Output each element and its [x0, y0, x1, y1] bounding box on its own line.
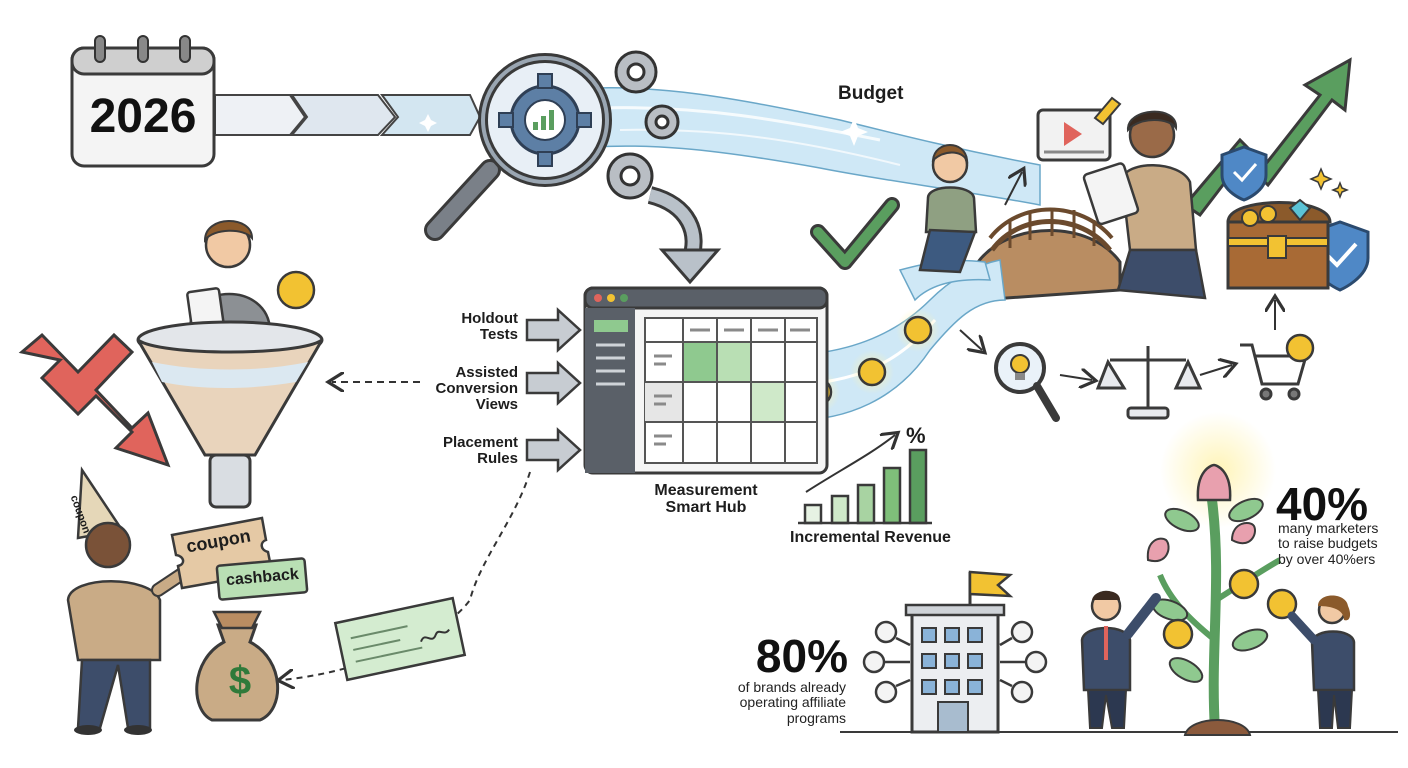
decline-arrow-icon — [18, 332, 171, 468]
money-bag-icon — [195, 610, 280, 722]
bridge-icon — [976, 207, 1122, 302]
stat-value-budgets: 40% — [1276, 478, 1369, 530]
budget-label: Budget — [838, 83, 904, 104]
treasure-chest-icon — [1226, 167, 1350, 290]
revenue-bars — [798, 448, 932, 525]
businessman-person — [1080, 590, 1161, 729]
incremental-revenue-label: Incremental Revenue — [790, 529, 951, 546]
dollar-sign-icon: $ — [228, 659, 252, 703]
office-building-icon — [904, 570, 1014, 734]
coin-icon — [276, 270, 316, 310]
money-tree-icon — [1146, 412, 1298, 736]
network-nodes — [862, 620, 1048, 704]
smart-hub-window — [583, 286, 829, 475]
insight-icon — [994, 342, 1060, 422]
growth-arrow-icon — [1182, 57, 1352, 218]
writer-person — [1082, 110, 1207, 300]
coupon-person — [66, 466, 195, 735]
bank-check-icon — [333, 596, 467, 682]
funnel-icon — [136, 220, 324, 509]
percent-symbol: % — [906, 423, 926, 448]
input-arrows — [525, 307, 582, 473]
gear-icon — [606, 50, 680, 200]
businesswoman-person — [1287, 595, 1356, 729]
balance-scale-icon — [1095, 346, 1203, 420]
cashback-tag — [215, 557, 309, 601]
magnifier-gear-icon — [424, 53, 612, 241]
calendar-icon — [70, 35, 216, 168]
stat-value-brands: 80% — [755, 630, 848, 682]
analyst-person — [918, 144, 978, 274]
calendar-year: 2026 — [89, 90, 197, 143]
video-icon — [1036, 96, 1122, 162]
coin-icon — [1285, 333, 1315, 363]
shopping-cart-icon — [1240, 343, 1308, 401]
coin-icon — [1162, 568, 1298, 650]
flow-arrow — [647, 186, 722, 285]
